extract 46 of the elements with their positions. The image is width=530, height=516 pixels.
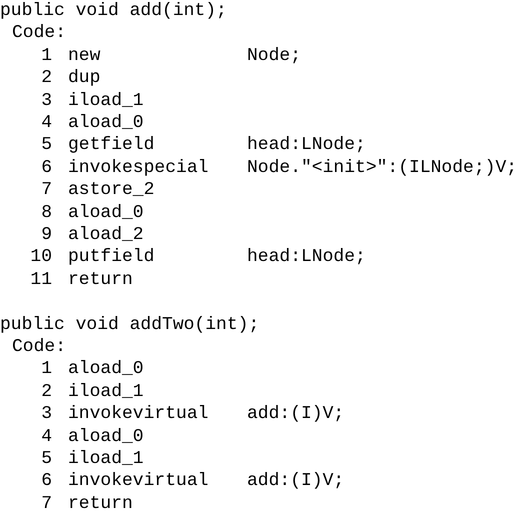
operand: head:LNode; <box>247 247 366 268</box>
line-number: 2 <box>41 382 52 402</box>
opcode: aload_0 <box>68 202 144 223</box>
line-number: 3 <box>41 404 52 424</box>
method-signature: public void add(int); <box>0 1 227 21</box>
line-number: 10 <box>30 247 52 268</box>
line-number: 5 <box>41 135 52 156</box>
line-number: 9 <box>41 225 52 245</box>
line-number: 11 <box>30 270 52 290</box>
line-number: 1 <box>41 46 52 66</box>
line-number: 3 <box>41 90 52 111</box>
opcode: getfield <box>68 135 154 156</box>
opcode: return <box>68 494 133 514</box>
line-number: 8 <box>41 202 52 223</box>
opcode: iload_1 <box>68 90 144 111</box>
opcode: iload_1 <box>68 382 144 402</box>
line-number: 6 <box>41 471 52 492</box>
operand: Node; <box>247 46 302 66</box>
line-number: 7 <box>41 180 52 200</box>
opcode: iload_1 <box>68 449 144 469</box>
operand: head:LNode; <box>247 135 366 156</box>
operand: Node."<init>":(ILNode;)V; <box>247 158 518 178</box>
opcode: aload_0 <box>68 426 144 447</box>
operand: add:(I)V; <box>247 471 344 492</box>
opcode: invokevirtual <box>68 404 208 424</box>
code-label: Code: <box>12 23 66 44</box>
opcode: astore_2 <box>68 180 154 200</box>
code-label: Code: <box>12 337 66 357</box>
line-number: 6 <box>41 158 52 178</box>
method-signature: public void addTwo(int); <box>0 314 260 335</box>
opcode: putfield <box>68 247 154 268</box>
opcode: new <box>68 46 100 66</box>
line-number: 2 <box>41 68 52 88</box>
line-number: 7 <box>41 494 52 514</box>
line-number: 5 <box>41 449 52 469</box>
opcode: aload_2 <box>68 225 144 245</box>
opcode: invokespecial <box>68 158 208 178</box>
opcode: invokevirtual <box>68 471 208 492</box>
opcode: dup <box>68 68 100 88</box>
line-number: 4 <box>41 426 52 447</box>
line-number: 1 <box>41 359 52 380</box>
operand: add:(I)V; <box>247 404 344 424</box>
opcode: return <box>68 270 133 290</box>
opcode: aload_0 <box>68 113 144 133</box>
opcode: aload_0 <box>68 359 144 380</box>
line-number: 4 <box>41 113 52 133</box>
